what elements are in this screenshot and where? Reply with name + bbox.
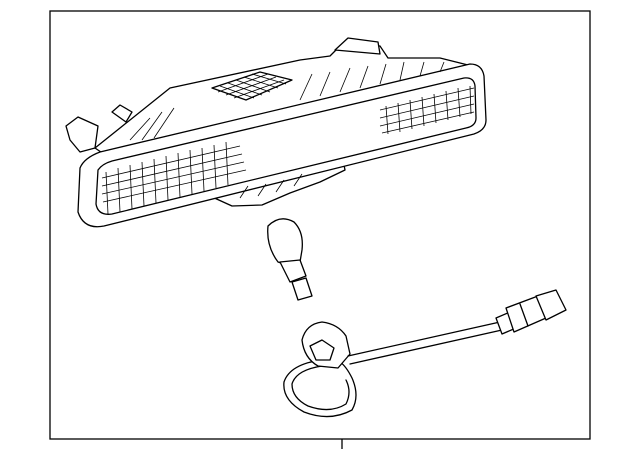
connector-head xyxy=(535,289,567,321)
bulb-base xyxy=(279,259,307,283)
socket-body xyxy=(301,321,351,369)
lamp-housing-shading xyxy=(129,61,445,199)
lamp-lens xyxy=(77,63,487,228)
lamp-lens-grid-left xyxy=(101,141,247,215)
lamp-left-mount-tab xyxy=(65,116,99,153)
lamp-top-vent-tab xyxy=(334,37,381,55)
socket-wire-loop-inner xyxy=(291,365,350,411)
wire-main xyxy=(347,321,501,357)
socket-wire-loop xyxy=(283,359,357,418)
lamp-rear-tab xyxy=(111,104,133,123)
socket-lock-ring xyxy=(309,339,335,361)
lamp-lens-grid-right xyxy=(379,85,475,135)
lamp-lens-inner-rim xyxy=(95,77,477,215)
connector-seam xyxy=(519,303,529,327)
bulb xyxy=(267,218,313,301)
bulb-glass xyxy=(267,218,303,267)
diagram-frame xyxy=(49,10,591,440)
bulb-contact xyxy=(291,277,313,301)
lamp-assembly xyxy=(65,37,487,228)
lamp-top-grid-hatch xyxy=(217,73,287,99)
wire-main-2 xyxy=(349,329,503,365)
socket-harness xyxy=(283,289,567,418)
